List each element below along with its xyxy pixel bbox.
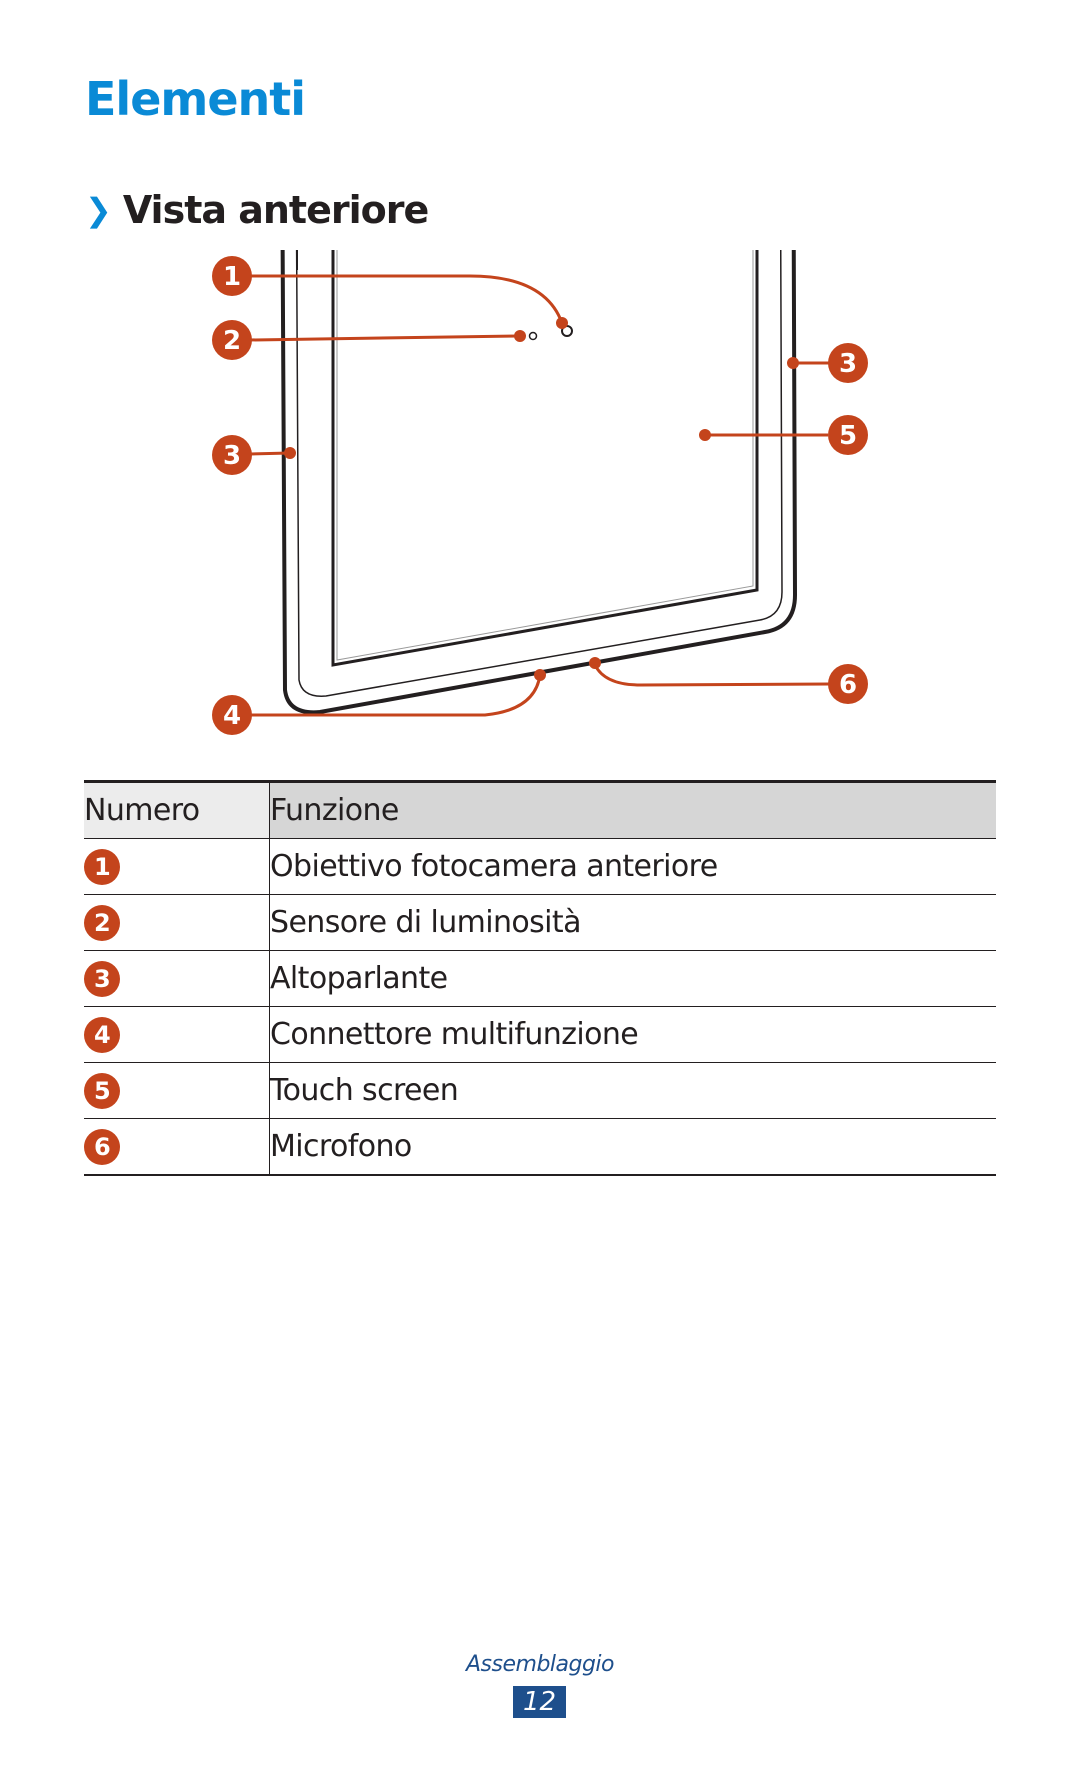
callout-4: 4 (223, 701, 241, 731)
tablet-screen (331, 250, 759, 667)
function-cell: Obiettivo fotocamera anteriore (269, 838, 996, 895)
callout-3-right: 3 (839, 349, 857, 379)
number-badge: 5 (84, 1073, 120, 1109)
page-number: 12 (513, 1686, 566, 1718)
callout-3-left: 3 (223, 441, 241, 471)
number-badge: 4 (84, 1017, 120, 1053)
function-cell: Altoparlante (269, 950, 996, 1007)
header-number: Numero (84, 781, 270, 839)
function-cell: Microfono (269, 1118, 996, 1176)
section-title: Vista anteriore (122, 188, 429, 232)
header-function: Funzione (269, 781, 996, 839)
table-header-row: Numero Funzione (84, 781, 996, 839)
table-row: 2 Sensore di luminosità (84, 894, 996, 951)
number-badge: 1 (84, 849, 120, 885)
table-row: 3 Altoparlante (84, 950, 996, 1007)
callout-2: 2 (223, 326, 241, 356)
tablet-front-view-figure: 1 2 3 3 5 4 6 (0, 250, 1080, 750)
number-badge: 3 (84, 961, 120, 997)
table-row: 1 Obiettivo fotocamera anteriore (84, 838, 996, 895)
callout-6: 6 (839, 670, 857, 700)
callout-1: 1 (223, 262, 241, 292)
chevron-right-icon: ❯ (85, 191, 112, 229)
components-table: Numero Funzione 1 Obiettivo fotocamera a… (84, 780, 996, 1176)
table-row: 5 Touch screen (84, 1062, 996, 1119)
tablet-illustration: 1 2 3 3 5 4 6 (212, 250, 868, 735)
table-row: 4 Connettore multifunzione (84, 1006, 996, 1063)
callout-5: 5 (839, 421, 857, 451)
section-heading: ❯ Vista anteriore (85, 188, 429, 232)
function-cell: Touch screen (269, 1062, 996, 1119)
number-badge: 6 (84, 1129, 120, 1165)
function-cell: Connettore multifunzione (269, 1006, 996, 1063)
table-row: 6 Microfono (84, 1118, 996, 1176)
page-title: Elementi (85, 72, 306, 126)
function-cell: Sensore di luminosità (269, 894, 996, 951)
number-badge: 2 (84, 905, 120, 941)
light-sensor (528, 331, 538, 341)
footer-section-label: Assemblaggio (466, 1652, 615, 1677)
tablet-bezel (295, 250, 783, 697)
